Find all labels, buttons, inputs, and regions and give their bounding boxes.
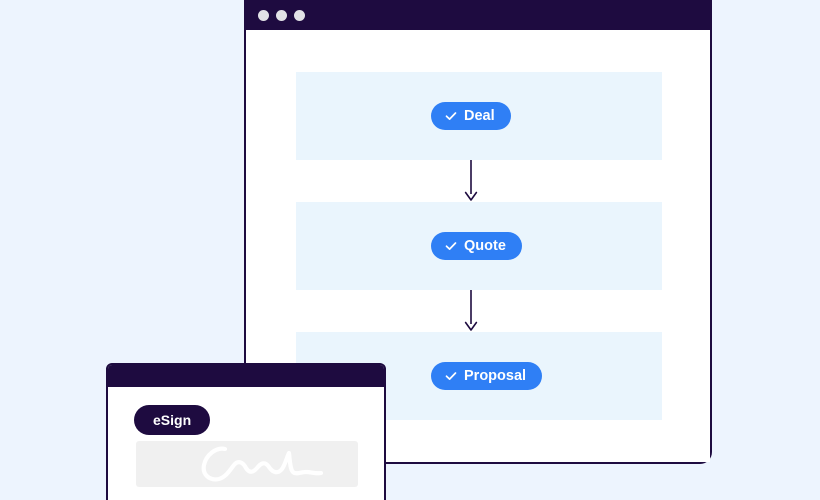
signature-stroke-icon (201, 446, 324, 482)
workflow-window: Deal Quote (244, 0, 712, 464)
check-icon (444, 369, 458, 383)
flow-panel-deal: Deal (296, 72, 662, 160)
flow-badge-deal[interactable]: Deal (431, 101, 511, 131)
window-dot-close-icon[interactable] (258, 9, 269, 21)
arrow-quote-to-proposal-icon (461, 290, 481, 332)
esign-window-body: eSign (108, 387, 384, 500)
window-dot-minimize-icon[interactable] (276, 9, 287, 21)
esign-badge[interactable]: eSign (134, 405, 211, 435)
flow-badge-proposal-label: Proposal (464, 367, 527, 384)
window-dot-maximize-icon[interactable] (294, 9, 305, 21)
flow-panel-quote: Quote (296, 202, 662, 290)
workflow-window-titlebar (244, 0, 712, 30)
flow-badge-quote[interactable]: Quote (431, 231, 522, 261)
check-icon (444, 109, 458, 123)
esign-badge-label: eSign (153, 412, 192, 428)
flow-badge-deal-label: Deal (464, 107, 495, 124)
check-icon (444, 239, 458, 253)
esign-window: eSign (106, 363, 386, 500)
flow-badge-proposal[interactable]: Proposal (431, 361, 543, 391)
workflow-window-body: Deal Quote (246, 30, 710, 462)
signature-capture-field[interactable] (136, 441, 358, 487)
esign-window-titlebar (108, 365, 384, 387)
arrow-deal-to-quote-icon (461, 160, 481, 202)
flow-badge-quote-label: Quote (464, 237, 506, 254)
